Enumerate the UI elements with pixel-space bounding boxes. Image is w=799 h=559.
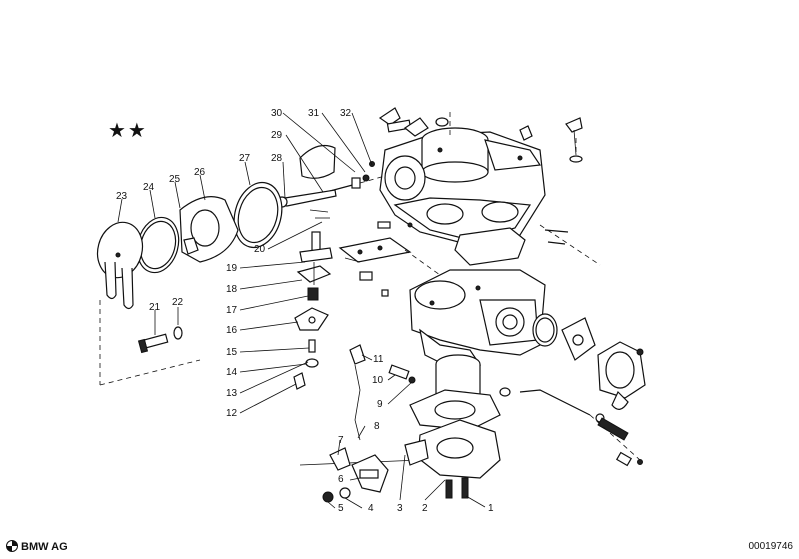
callout-18: 18 [226, 284, 238, 295]
callout-16: 16 [226, 325, 238, 336]
callout-32: 32 [340, 108, 352, 119]
callout-17: 17 [226, 305, 238, 316]
callout-7: 7 [338, 435, 344, 446]
carburetor-top-cover [379, 127, 546, 246]
choke-rod [349, 344, 416, 441]
callout-3: 3 [397, 503, 403, 514]
screw-and-washer [137, 326, 183, 354]
callout-8: 8 [374, 421, 380, 432]
callout-20: 20 [254, 244, 266, 255]
top-small-parts [378, 107, 583, 163]
throttle-body-lower [299, 354, 501, 499]
callout-30: 30 [271, 108, 283, 119]
callout-12: 12 [226, 408, 238, 419]
throttle-rod [499, 387, 643, 467]
callout-9: 9 [377, 399, 383, 410]
bmw-logo-icon [6, 540, 18, 552]
callout-11: 11 [373, 354, 384, 365]
carburetor-float-body [409, 227, 546, 371]
leader-lines [117, 112, 486, 509]
brand-label: BMW AG [21, 541, 68, 553]
callout-10: 10 [372, 375, 384, 386]
throttle-linkage [322, 447, 389, 503]
callout-4: 4 [368, 503, 374, 514]
pump-stack [293, 231, 333, 390]
callout-13: 13 [226, 388, 238, 399]
callout-15: 15 [226, 347, 238, 358]
callout-29: 29 [271, 130, 283, 141]
callout-31: 31 [308, 108, 320, 119]
callout-labels: 1 2 3 4 5 6 7 8 9 10 11 12 13 14 15 16 1… [116, 108, 494, 514]
callout-23: 23 [116, 191, 128, 202]
callout-2: 2 [422, 503, 428, 514]
pump-cover [338, 221, 441, 297]
callout-25: 25 [169, 174, 181, 185]
callout-14: 14 [226, 367, 238, 378]
callout-22: 22 [172, 297, 184, 308]
callout-24: 24 [143, 182, 155, 193]
callout-21: 21 [149, 302, 161, 313]
callout-27: 27 [239, 153, 251, 164]
callout-26: 26 [194, 167, 206, 178]
callout-6: 6 [338, 474, 344, 485]
brand-footer: BMW AG [6, 540, 68, 553]
right-pump-assembly [532, 224, 646, 410]
callout-1: 1 [488, 503, 494, 514]
image-number: 00019746 [748, 541, 794, 552]
callout-5: 5 [338, 503, 344, 514]
diaphragm-assembly [96, 181, 283, 386]
double-star-marker: ★★ [108, 120, 148, 142]
callout-19: 19 [226, 263, 238, 274]
callout-28: 28 [271, 153, 283, 164]
